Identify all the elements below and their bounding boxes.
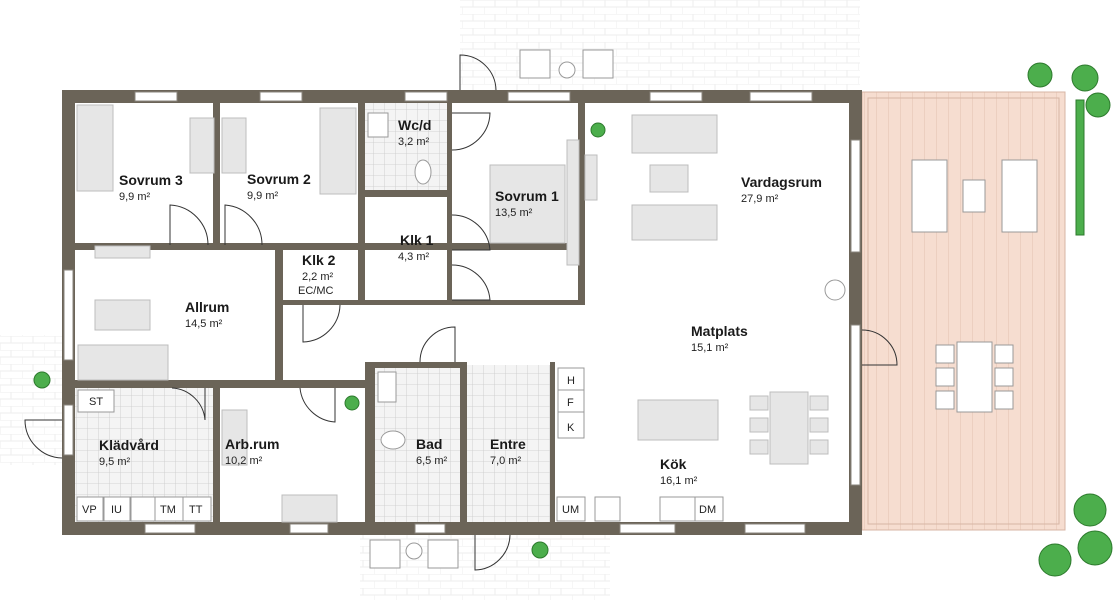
sink [367, 112, 389, 138]
room-name: Matplats [691, 323, 748, 339]
room-name: Klädvård [99, 437, 159, 453]
room-name: Klk 2 [302, 252, 336, 268]
paving [360, 535, 610, 600]
plant-icon [1077, 530, 1113, 566]
plant-icon [590, 122, 606, 138]
room-name: Bad [416, 436, 442, 452]
appliance-dm: DM [699, 504, 716, 516]
room-name: Allrum [185, 299, 229, 315]
plant-icon [531, 541, 549, 559]
room-area: 7,0 m² [490, 455, 522, 467]
room-labels: Sovrum 3 9,9 m² Sovrum 2 9,9 m² Wc/d 3,2… [99, 117, 822, 487]
fireplace [824, 279, 846, 301]
room-area: 6,5 m² [416, 455, 448, 467]
entre-floor [467, 365, 550, 522]
room-area: 15,1 m² [691, 342, 729, 354]
outdoor-sofa [1001, 159, 1038, 233]
plant-icon [344, 395, 360, 411]
room-area: 4,3 m² [398, 251, 430, 263]
appliance-k: K [567, 422, 575, 434]
room-area: 2,2 m² [302, 271, 334, 283]
outdoor-sofa [911, 159, 948, 233]
outdoor-chair [519, 49, 551, 79]
windows [63, 91, 861, 534]
plant-icon [33, 371, 51, 389]
room-area: 27,9 m² [741, 193, 779, 205]
table [94, 299, 151, 331]
room-name: Arb.rum [225, 436, 279, 452]
desk [221, 117, 247, 174]
double-bed [489, 164, 566, 244]
room-name: Entre [490, 436, 526, 452]
sofa [631, 204, 718, 241]
appliance-st: ST [89, 396, 103, 408]
appliance-h: H [567, 375, 575, 387]
appliance-vp: VP [82, 504, 97, 516]
sofa [631, 114, 718, 154]
desk [189, 117, 215, 174]
appliance-um: UM [562, 504, 579, 516]
paving [0, 335, 62, 465]
desk [281, 494, 338, 523]
coffee-table [649, 164, 689, 193]
plants [33, 62, 1113, 577]
bed [319, 107, 357, 195]
bed [76, 104, 114, 192]
room-area: 16,1 m² [660, 475, 698, 487]
plant-icon [1073, 493, 1107, 527]
appliances: ST VP IU TM TT H F K UM DM [76, 367, 724, 522]
room-name: Klk 1 [400, 232, 434, 248]
room-name: Sovrum 1 [495, 188, 559, 204]
furniture [76, 49, 1038, 569]
tv [584, 154, 598, 201]
hedge [1075, 99, 1085, 236]
appliance-tt: TT [189, 504, 203, 516]
outdoor-chair [427, 539, 459, 569]
room-name: Vardagsrum [741, 174, 822, 190]
room-area: 14,5 m² [185, 318, 223, 330]
dining-table [769, 391, 809, 465]
kitchen-island [637, 399, 719, 441]
appliance-tm: TM [160, 504, 176, 516]
plant-icon [1071, 64, 1099, 92]
sofa [77, 344, 169, 381]
radiator [94, 245, 151, 259]
sink [377, 371, 397, 403]
nightstands [566, 139, 580, 266]
plant-icon [1085, 92, 1111, 118]
outdoor-chair [582, 49, 614, 79]
room-area: 13,5 m² [495, 207, 533, 219]
room-name: Sovrum 3 [119, 172, 183, 188]
room-area: 9,9 m² [119, 191, 151, 203]
room-area: 10,2 m² [225, 455, 263, 467]
room-name: Sovrum 2 [247, 171, 311, 187]
room-area: 9,9 m² [247, 190, 279, 202]
appliance-f: F [567, 397, 574, 409]
doors [24, 54, 898, 571]
toilet [414, 159, 432, 185]
room-area: 3,2 m² [398, 136, 430, 148]
room-note: EC/MC [298, 285, 334, 297]
room-area: 9,5 m² [99, 456, 131, 468]
toilet [380, 430, 406, 450]
appliance-iu: IU [111, 504, 122, 516]
desk [221, 409, 248, 466]
room-name: Wc/d [398, 117, 431, 133]
outdoor-dining-table [956, 341, 993, 413]
outdoor-chair [369, 539, 401, 569]
outdoor-table [962, 179, 986, 213]
deck [861, 91, 1066, 531]
room-name: Kök [660, 456, 687, 472]
plant-icon [1038, 543, 1072, 577]
plant-icon [1027, 62, 1053, 88]
